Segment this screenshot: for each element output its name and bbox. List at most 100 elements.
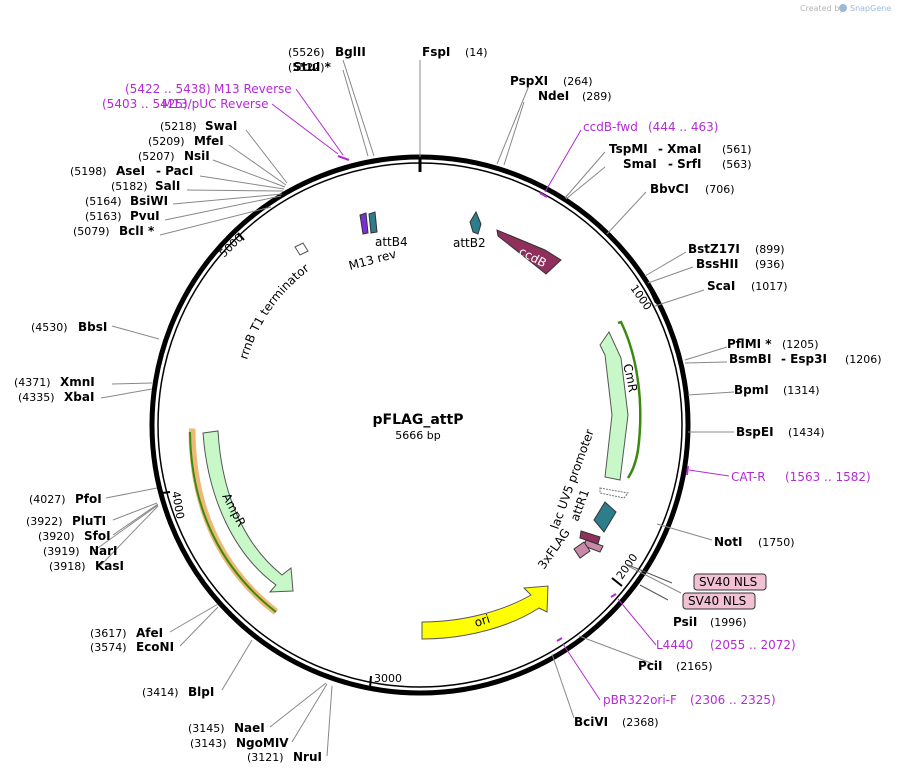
site-nari-name: NarI: [89, 544, 118, 558]
site-pfoi-pos: (4027): [29, 493, 66, 506]
site-bstz17i-name: BstZ17I: [688, 242, 740, 256]
cmr-arrow: [599, 330, 629, 481]
site-bsmbi-pos: (1206): [845, 353, 882, 366]
site-econi-pos: (3574): [90, 641, 127, 654]
attb2-label: attB2: [453, 236, 486, 250]
site-fspi-name: FspI: [422, 45, 450, 59]
site-bsmbi-name: BsmBI: [729, 352, 771, 366]
ori-arrow: [421, 585, 549, 640]
site-scai-name: ScaI: [707, 279, 735, 293]
nls-badge-1: [693, 573, 767, 591]
site-bsiwi-name: BsiWI: [130, 194, 168, 208]
site-bstz17i-pos: (899): [755, 243, 785, 256]
site-xmni-name: XmnI: [60, 375, 95, 389]
site-nsii-pos: (5207): [138, 150, 175, 163]
site-bbsi-pos: (4530): [31, 321, 68, 334]
site-labels: (5526) BglII (5522) StuI * FspI (14) Psp…: [14, 45, 882, 764]
site-xbai-name: XbaI: [64, 390, 94, 404]
flag-label: 3xFLAG: [535, 526, 573, 572]
site-pluti-pos: (3922): [26, 515, 63, 528]
primer-cat-r-name: CAT-R: [731, 470, 766, 484]
site-pspxi-name: PspXI: [510, 74, 548, 88]
site-bsiwi-pos: (5164): [85, 195, 122, 208]
site-mfei-name: MfeI: [194, 134, 224, 148]
nls-label-2: SV40 NLS: [688, 594, 746, 608]
site-bcivi-pos: (2368): [622, 716, 659, 729]
site-noti-name: NotI: [714, 535, 743, 549]
ori-label: ori: [473, 612, 492, 630]
site-afei-name: AfeI: [136, 626, 163, 640]
site-stui-name: StuI *: [293, 60, 332, 74]
site-bsshii-name: BssHII: [696, 257, 738, 271]
snapgene-credit: Created by SnapGene: [800, 4, 891, 13]
site-bglii-name: BglII: [335, 45, 366, 59]
site-bspei-name: BspEI: [736, 425, 774, 439]
site-swai-pos: (5218): [160, 120, 197, 133]
lac-uv5-promoter-arrow: [599, 487, 629, 499]
site-afei-pos: (3617): [90, 627, 127, 640]
site-xmni-pos: (4371): [14, 376, 51, 389]
site-asei-name: AseI: [116, 164, 145, 178]
site-blpi-name: BlpI: [188, 685, 214, 699]
site-scai-pos: (1017): [751, 280, 788, 293]
site-tspmi-pos: (561): [722, 143, 752, 156]
primer-pbr322ori-f-range: (2306 .. 2325): [690, 693, 776, 707]
site-pvui-name: PvuI: [130, 209, 160, 223]
site-asei-pos: (5198): [70, 165, 107, 178]
site-pvui-pos: (5163): [85, 210, 122, 223]
tick-label-4000: 4000: [169, 490, 187, 520]
ccdb-arrow: [496, 229, 562, 275]
primer-ccdb-fwd-range: (444 .. 463): [648, 120, 718, 134]
site-nrui-pos: (3121): [247, 751, 284, 764]
site-smai-pos: (563): [722, 158, 752, 171]
site-pfoi-name: PfoI: [75, 492, 102, 506]
primer-labels: (5422 .. 5438) M13 Reverse (5403 .. 5425…: [102, 82, 871, 707]
site-blpi-pos: (3414): [142, 686, 179, 699]
site-sfoi-name: SfoI: [84, 529, 111, 543]
site-fspi-pos: (14): [465, 46, 488, 59]
primer-cat-r-range: (1563 .. 1582): [785, 470, 871, 484]
ampr-arrow: [202, 430, 294, 593]
tick-3000: [369, 675, 372, 689]
ampr-green-bar: [189, 431, 277, 613]
primer-m13-reverse-name: M13 Reverse: [214, 82, 292, 96]
site-pcii-name: PciI: [638, 659, 663, 673]
site-bsshii-pos: (936): [755, 258, 785, 271]
site-bspei-pos: (1434): [788, 426, 825, 439]
site-pspxi-pos: (264): [563, 75, 593, 88]
site-econi-name: EcoNI: [136, 640, 174, 654]
site-psii-pos: (1996): [710, 616, 747, 629]
primer-m13-reverse-range: (5422 .. 5438): [125, 82, 211, 96]
site-pflmi-name: PflMI *: [727, 337, 772, 351]
attb4-label: attB4: [375, 235, 408, 249]
cmr-label: CmR: [620, 362, 640, 393]
tick-label-5000: 5000: [217, 231, 246, 260]
attr1-arrow: [593, 501, 617, 533]
site-bglii-pos: (5526): [288, 46, 325, 59]
site-ndei-pos: (289): [582, 90, 612, 103]
site-bpmi-pos: (1314): [783, 384, 820, 397]
site-pflmi-pos: (1205): [782, 338, 819, 351]
primer-m13puc-reverse-name: M13/pUC Reverse: [162, 97, 269, 111]
site-bpmi-name: BpmI: [734, 383, 769, 397]
site-srfi-name: - SrfI: [668, 157, 701, 171]
site-mfei-pos: (5209): [148, 135, 185, 148]
site-ndei-name: NdeI: [538, 89, 569, 103]
snapgene-logo-icon: [839, 4, 847, 12]
site-bbvci-pos: (706): [705, 183, 735, 196]
site-swai-name: SwaI: [205, 119, 237, 133]
nls-badge-2: [682, 592, 756, 610]
primer-m13puc-reverse-range: (5403 .. 5425): [102, 97, 188, 111]
nls-badges: SV40 NLS SV40 NLS: [682, 573, 767, 610]
site-stui-pos: (5522): [288, 61, 325, 74]
m13-rev-label: M13 rev: [347, 247, 398, 273]
site-pluti-name: PluTI: [72, 514, 106, 528]
site-naei-pos: (3145): [188, 722, 225, 735]
site-smai-name: SmaI: [623, 157, 657, 171]
m13-rev-marker: [359, 212, 369, 235]
primer-leaders: [271, 88, 730, 701]
primer-l4440-name: L4440: [656, 638, 693, 652]
primer-ccdb-fwd-name: ccdB-fwd: [583, 120, 638, 134]
site-kasi-pos: (3918): [49, 560, 86, 573]
tick-label-3000: 3000: [374, 672, 402, 685]
